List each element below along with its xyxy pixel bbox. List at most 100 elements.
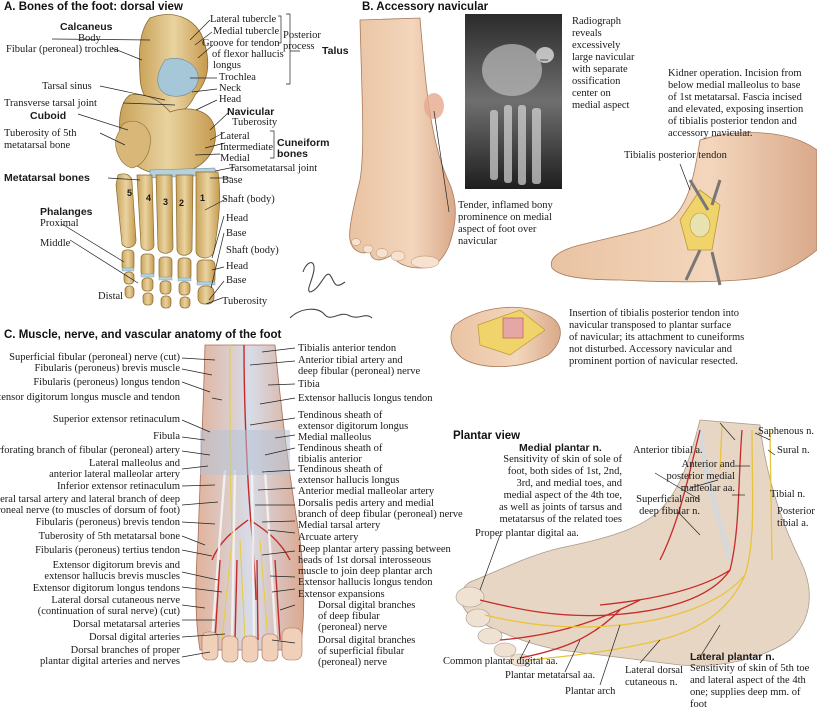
label-distal: Distal [98,291,124,302]
label-cuneiform-1: Cuneiform [277,137,330,149]
insertion-illustration [450,306,561,368]
label-groove-2: of flexor hallucis [212,49,284,60]
right-label-10: Tendinous sheath of [298,464,383,475]
right-label-8: Tendinous sheath of [298,443,383,454]
label-posterior-process-2: process [283,41,315,52]
plantar-view-illustration [455,419,810,667]
label-shaft-body: Shaft (body) [222,194,275,205]
right-label-3: Tibia [298,379,320,390]
right-label-12: Anterior medial malleolar artery [298,486,435,497]
left-label-2: Fibularis (peroneus) longus tendon [33,377,180,388]
right-label-2: deep fibular (peroneal) nerve [298,366,421,377]
label-tibialis-posterior-tendon: Tibialis posterior tendon [624,150,727,161]
label-tuberosity-2: Tuberosity [222,296,268,307]
label-groove-3: longus [213,60,242,71]
panel-a-title: A. Bones of the foot: dorsal view [4,1,183,13]
plantar-view-title: Plantar view [453,430,521,442]
label-tibial-n: Tibial n. [770,489,806,500]
label-trochlea: Trochlea [219,72,256,83]
label-fibular-trochlea: Fibular (peroneal) trochlea [6,44,119,55]
label-neck: Neck [219,83,242,94]
right-label-11: extensor hallucis longus [298,475,400,486]
label-lateral-plantar-n: Lateral plantar n. [690,651,775,663]
left-label-19: (continuation of sural nerve) (cut) [37,606,180,617]
left-label-23: plantar digital arteries and nerves [40,656,180,667]
right-label-27: (peroneal) nerve [318,657,388,668]
left-label-22: Dorsal branches of proper [70,645,180,656]
panel-c-title: C. Muscle, nerve, and vascular anatomy o… [4,329,282,341]
radiograph-bones [482,44,554,185]
label-head-2: Head [226,213,249,224]
label-lateral: Lateral [220,131,250,142]
left-label-9: Inferior extensor retinaculum [56,481,180,492]
label-head: Head [219,94,242,105]
left-label-11: peroneal nerve (to muscles of dorsum of … [0,505,180,516]
right-label-19: muscle to join deep plantar arch [298,566,433,577]
right-label-14: branch of deep fibular (peroneal) nerve [298,509,463,520]
accessory-navicular-foot-illustration [349,17,456,269]
right-label-20: Extensor hallucis longus tendon [298,577,433,588]
foot-bones-illustration [115,14,220,309]
left-label-13: Tuberosity of 5th metatarsal bone [38,531,180,542]
right-label-5: Tendinous sheath of [298,410,383,421]
left-label-21: Dorsal digital arteries [89,632,180,643]
label-tuberosity-5th-2: metatarsal bone [4,140,71,151]
label-groove-1: Groove for tendon [202,38,280,49]
right-label-7: Medial malleolus [298,432,372,443]
right-label-15: Medial tarsal artery [298,520,381,531]
label-tuberosity: Tuberosity [232,117,278,128]
label-tarsometatarsal-joint: Tarsometatarsal joint [229,163,318,174]
label-medial-tubercle: Medial tubercle [213,26,280,37]
right-label-25: Dorsal digital branches [318,635,416,646]
label-cuneiform-2: bones [277,148,308,160]
label-tuberosity-5th-1: Tuberosity of 5th [4,128,77,139]
left-label-1: Fibularis (peroneus) brevis muscle [34,363,180,374]
panel-b-title: B. Accessory navicular [362,1,489,13]
right-label-18: heads of 1st dorsal interosseous [298,555,431,566]
right-label-13: Dorsalis pedis artery and medial [298,498,434,509]
right-label-24: (peroneal) nerve [318,622,388,633]
label-medial-plantar-n: Medial plantar n. [519,442,602,454]
left-label-4: Superior extensor retinaculum [52,414,180,425]
digit-number-2: 2 [179,198,185,208]
left-label-14: Fibularis (peroneus) tertius tendon [35,545,180,556]
panel-b-leader-lines [433,59,691,213]
right-label-23: of deep fibular [318,611,380,622]
label-head-3: Head [226,261,249,272]
label-intermediate: Intermediate [220,142,274,153]
label-phalanges: Phalanges [40,206,93,218]
left-label-7: Lateral malleolus and [89,458,180,469]
label-plantar-arch: Plantar arch [565,686,616,697]
label-transverse-tarsal-joint: Transverse tarsal joint [4,98,97,109]
label-anterior-tibial-a: Anterior tibial a. [633,445,703,456]
panel-a-leader-lines [51,13,300,305]
digit-number-1: 1 [200,193,206,203]
label-common-plantar-digital: Common plantar digital aa. [443,656,558,667]
right-label-0: Tibialis anterior tendon [298,343,397,354]
label-body: Body [78,33,101,44]
label-saphenous-n: Saphenous n. [758,426,814,437]
label-middle: Middle [40,238,71,249]
digit-number-3: 3 [163,197,169,207]
signature-drawings [289,262,373,319]
left-label-15: Extensor digitorum brevis and [52,560,180,571]
label-tarsal-sinus: Tarsal sinus [42,81,92,92]
left-label-5: Fibula [153,431,180,442]
plantar-leader-lines [479,422,776,686]
label-posterior-process-1: Posterior [283,30,321,41]
label-sural-n: Sural n. [777,445,810,456]
right-label-1: Anterior tibial artery and [298,355,403,366]
foot-dorsum-anatomy-illustration [195,344,305,663]
right-label-17: Deep plantar artery passing between [298,544,451,555]
left-label-8: anterior lateral malleolar artery [49,469,180,480]
label-calcaneus: Calcaneus [60,21,113,33]
left-label-10: Lateral tarsal artery and lateral branch… [0,494,180,505]
right-label-9: tibialis anterior [298,454,362,465]
kidner-operation-illustration [550,132,817,286]
